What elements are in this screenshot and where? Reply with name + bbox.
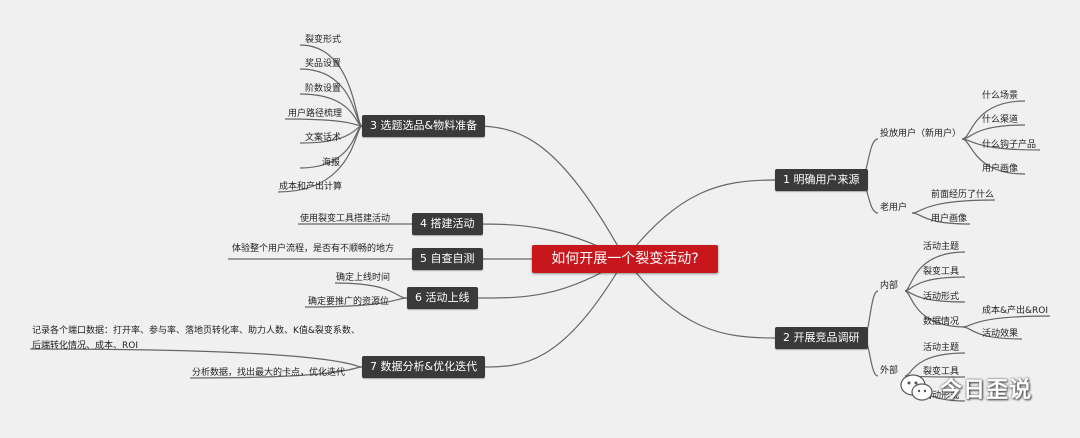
leaf-build-with-tool[interactable]: 使用裂变工具搭建活动: [300, 214, 391, 224]
leaf-cost-output[interactable]: 成本和产出计算: [279, 182, 343, 192]
topic-user-source[interactable]: 1 明确用户来源: [775, 169, 868, 191]
leaf-ext-form[interactable]: 活动形式: [923, 391, 960, 401]
leaf-launch-time[interactable]: 确定上线时间: [336, 273, 391, 283]
watermark: 今日歪说: [900, 372, 1032, 404]
subtopic-internal[interactable]: 内部: [880, 281, 899, 291]
leaf-channel[interactable]: 什么渠道: [982, 115, 1019, 125]
leaf-scene[interactable]: 什么场景: [982, 91, 1019, 101]
subtopic-old-users[interactable]: 老用户: [880, 203, 908, 213]
leaf-activity-effect[interactable]: 活动效果: [982, 329, 1019, 339]
central-topic[interactable]: 如何开展一个裂变活动?: [532, 245, 718, 273]
leaf-hook-product[interactable]: 什么钩子产品: [982, 140, 1037, 150]
leaf-int-tool[interactable]: 裂变工具: [923, 267, 960, 277]
subtopic-new-users[interactable]: 投放用户（新用户）: [880, 129, 962, 139]
topic-select-prepare[interactable]: 3 选题选品&物料准备: [362, 115, 486, 137]
leaf-record-data[interactable]: 记录各个端口数据：打开率、参与率、落地页转化率、助力人数、K值&裂变系数、后端转…: [32, 326, 360, 351]
topic-go-live[interactable]: 6 活动上线: [407, 287, 478, 309]
leaf-int-theme[interactable]: 活动主题: [923, 242, 960, 252]
leaf-poster[interactable]: 海报: [322, 158, 341, 168]
leaf-persona-old[interactable]: 用户画像: [931, 214, 968, 224]
topic-build-activity[interactable]: 4 搭建活动: [412, 213, 483, 235]
leaf-int-form[interactable]: 活动形式: [923, 292, 960, 302]
topic-competitor-research[interactable]: 2 开展竞品调研: [775, 327, 868, 349]
leaf-prize-setting[interactable]: 奖品设置: [305, 59, 342, 69]
leaf-analyze-data[interactable]: 分析数据，找出最大的卡点，优化迭代: [192, 368, 346, 378]
leaf-ext-theme[interactable]: 活动主题: [923, 343, 960, 353]
topic-self-check[interactable]: 5 自查自测: [412, 248, 483, 270]
leaf-experience-flow[interactable]: 体验整个用户流程，是否有不顺畅的地方: [232, 244, 395, 254]
leaf-tier-setting[interactable]: 阶数设置: [305, 84, 342, 94]
watermark-text: 今日歪说: [940, 378, 1033, 403]
leaf-user-path[interactable]: 用户路径梳理: [288, 109, 343, 119]
leaf-cost-roi[interactable]: 成本&产出&ROI: [982, 306, 1049, 316]
leaf-int-data[interactable]: 数据情况: [923, 317, 960, 327]
leaf-promo-resources[interactable]: 确定要推广的资源位: [308, 297, 390, 307]
subtopic-external[interactable]: 外部: [880, 366, 899, 376]
leaf-fission-form[interactable]: 裂变形式: [305, 35, 342, 45]
leaf-persona-new[interactable]: 用户画像: [982, 164, 1019, 174]
topic-data-analysis[interactable]: 7 数据分析&优化迭代: [362, 356, 486, 378]
leaf-ext-tool[interactable]: 裂变工具: [923, 367, 960, 377]
leaf-copywriting[interactable]: 文案话术: [305, 133, 342, 143]
leaf-past-experience[interactable]: 前面经历了什么: [931, 190, 995, 200]
wechat-icon: [900, 374, 933, 401]
